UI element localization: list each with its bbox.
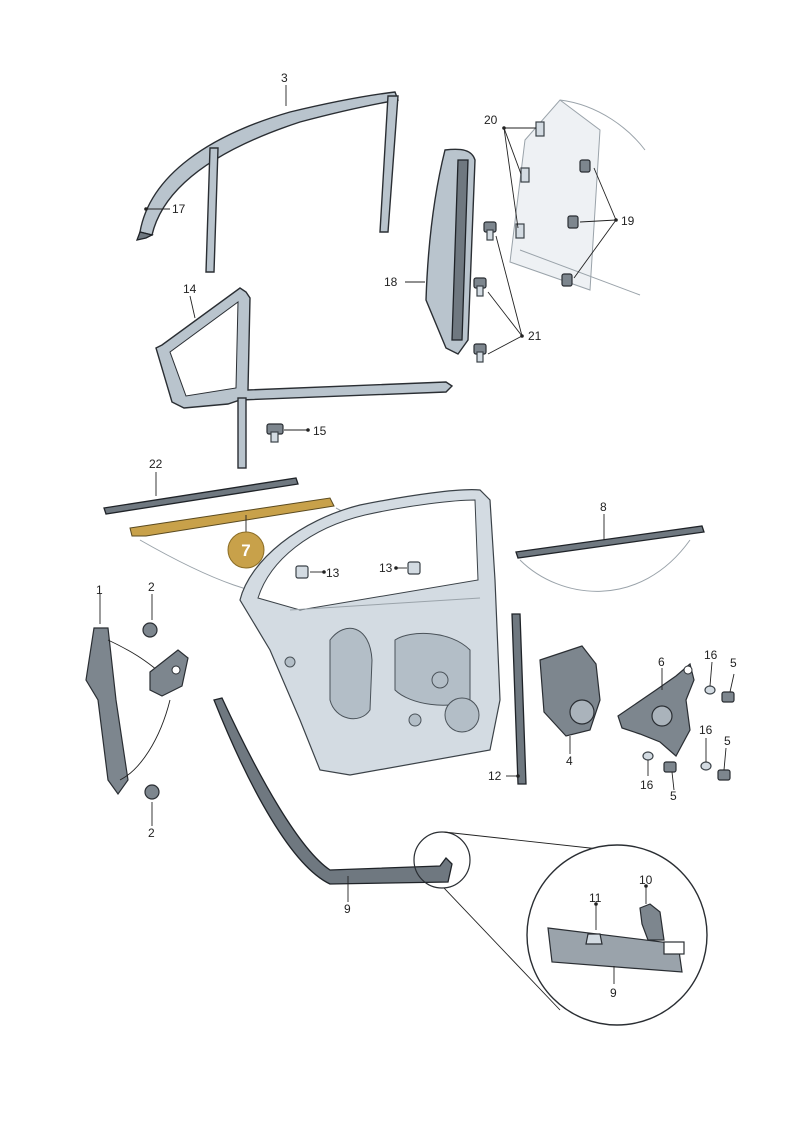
label-16b: 16 — [699, 723, 713, 737]
leader-21-dot — [520, 334, 524, 338]
leader-12-dot — [516, 774, 520, 778]
label-9b: 9 — [610, 986, 617, 1000]
label-4: 4 — [566, 754, 573, 768]
part-5-bolts[interactable] — [663, 691, 735, 781]
callout-7-badge[interactable] — [227, 531, 265, 569]
label-5c: 5 — [670, 789, 677, 803]
label-21: 21 — [528, 329, 542, 343]
label-10: 10 — [639, 873, 653, 887]
label-11: 11 — [589, 891, 602, 905]
leader-17-dot — [144, 207, 148, 211]
label-16a: 16 — [704, 648, 718, 662]
glass-outline-right — [519, 539, 691, 592]
part-1-window-regulator[interactable] — [85, 627, 189, 796]
leader-5c — [671, 771, 675, 791]
detail-seal-section[interactable] — [547, 903, 685, 973]
label-6: 6 — [658, 655, 665, 669]
leader-20b — [503, 127, 522, 175]
part-4-window-motor[interactable] — [539, 645, 601, 737]
label-7: 7 — [241, 541, 250, 560]
part-15-screw-icon[interactable] — [266, 423, 284, 443]
leader-16a — [709, 661, 713, 687]
label-13a: 13 — [326, 566, 340, 580]
label-22: 22 — [149, 457, 163, 471]
label-2b: 2 — [148, 826, 155, 840]
leader-15-dot — [306, 428, 310, 432]
leader-19b — [579, 219, 617, 223]
leader-21c — [487, 335, 523, 355]
leader-21b — [487, 291, 523, 337]
label-8: 8 — [600, 500, 607, 514]
part-9-lower-seal[interactable] — [213, 697, 453, 885]
part-8-window-strip[interactable] — [515, 525, 705, 559]
leader-5b — [723, 747, 727, 771]
label-14: 14 — [183, 282, 197, 296]
leader-20c — [503, 127, 519, 229]
label-9a: 9 — [344, 902, 351, 916]
label-2a: 2 — [148, 580, 155, 594]
part-12-guide-rail[interactable] — [511, 613, 527, 785]
label-13b: 13 — [379, 561, 393, 575]
part-2-nuts[interactable] — [142, 622, 160, 800]
part-14-window-channel[interactable] — [155, 287, 454, 469]
part-7-inner-seal-highlighted[interactable] — [129, 497, 335, 537]
label-1: 1 — [96, 583, 103, 597]
leader-5a — [729, 673, 735, 693]
part-6-motor-bracket[interactable] — [617, 662, 695, 757]
part-19-nuts[interactable] — [561, 159, 591, 287]
leader-14 — [189, 295, 196, 319]
leader-19c — [573, 219, 617, 279]
label-15: 15 — [313, 424, 327, 438]
label-19: 19 — [621, 214, 635, 228]
leader-10-dot — [644, 884, 648, 888]
detail-magnifier — [413, 831, 708, 1026]
part-13-clips[interactable] — [295, 561, 421, 579]
part-20-clips[interactable] — [515, 121, 545, 239]
part-3-frame-seal[interactable] — [135, 91, 399, 273]
part-22-outer-seal[interactable] — [103, 477, 299, 515]
leader-19-dot — [614, 218, 618, 222]
label-18: 18 — [384, 275, 398, 289]
door-shell[interactable] — [239, 489, 501, 776]
part-18-pillar-trim[interactable] — [425, 148, 476, 355]
body-pillar-background — [509, 99, 646, 296]
leader-21a — [495, 235, 523, 337]
leader-13b-dot — [394, 566, 398, 570]
label-16c: 16 — [640, 778, 654, 792]
part-21-screws[interactable] — [473, 221, 497, 363]
leader-20-dot — [502, 126, 506, 130]
leader-11-dot — [594, 902, 598, 906]
label-3: 3 — [281, 71, 288, 85]
leader-13a-dot — [322, 570, 326, 574]
label-5a: 5 — [730, 656, 737, 670]
label-17: 17 — [172, 202, 186, 216]
leader-19a — [593, 167, 617, 221]
label-12: 12 — [488, 769, 502, 783]
label-5b: 5 — [724, 734, 731, 748]
label-20: 20 — [484, 113, 498, 127]
